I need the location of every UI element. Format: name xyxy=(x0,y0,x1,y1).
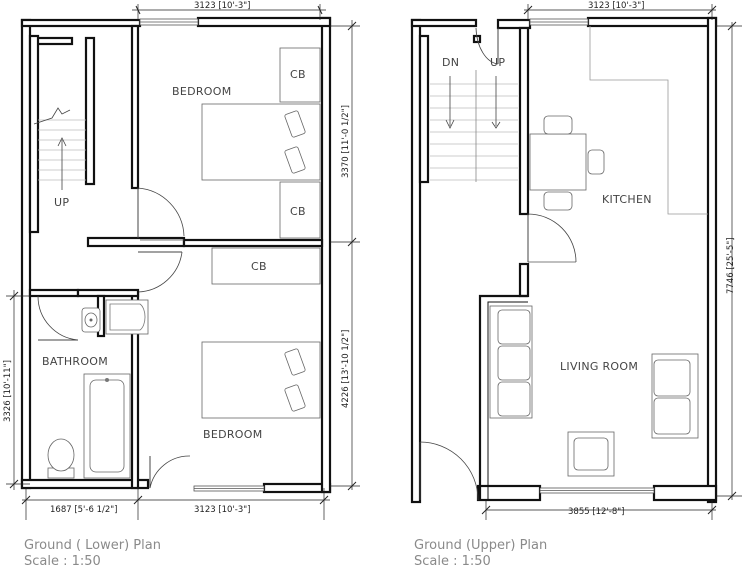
living-room-outline xyxy=(478,294,528,500)
bedroom-bottom-cupboard xyxy=(211,247,321,285)
lower-plan-caption: Ground ( Lower) Plan xyxy=(24,538,161,553)
kitchen-living-door xyxy=(527,213,577,263)
corridor-wall-left xyxy=(86,236,186,248)
lower-bottom-window xyxy=(193,485,265,492)
stair-wall-right xyxy=(84,36,96,186)
bathtub-icon xyxy=(83,373,131,479)
upper-dimension-lines xyxy=(481,4,742,520)
lower-top-dimension: 3123 [10'-3"] xyxy=(194,1,251,11)
upper-top-dimension: 3123 [10'-3"] xyxy=(588,1,645,11)
living-room-label: LIVING ROOM xyxy=(560,360,638,373)
stair-wall-top xyxy=(34,36,74,46)
kitchen-counter xyxy=(589,26,708,215)
wardrobe-bottom-bedroom xyxy=(105,299,149,335)
lower-stairs xyxy=(33,107,86,190)
upper-entrance-door xyxy=(419,441,479,501)
upper-plan-caption: Ground (Upper) Plan xyxy=(414,538,547,553)
bathroom-door xyxy=(37,295,79,341)
bed-bottom-icon xyxy=(201,341,321,419)
basin-icon xyxy=(81,307,101,333)
upper-top-window xyxy=(529,18,589,26)
kitchen-label: KITCHEN xyxy=(602,193,652,206)
bedroom-top-cupboards xyxy=(279,47,321,239)
upper-stair-wall-left xyxy=(418,34,430,184)
upper-stair-wall-right xyxy=(518,26,530,216)
lower-entrance-door xyxy=(149,455,191,489)
bedroom-bottom-label: BEDROOM xyxy=(203,428,263,441)
upper-plan: DN UP KITCHEN xyxy=(410,1,742,567)
dining-table-icon xyxy=(529,115,605,211)
lower-plan: UP xyxy=(3,1,360,567)
lower-stair-up-label: UP xyxy=(54,196,69,209)
bath-wall-top-right xyxy=(76,288,140,298)
lower-lower-height-dimension: 4226 [13'-10 1/2"] xyxy=(341,330,351,408)
bedroom-top-door xyxy=(137,187,185,238)
upper-stairs xyxy=(430,70,518,182)
upper-bottom-window xyxy=(539,487,655,494)
toilet-icon xyxy=(47,438,75,479)
upper-bottom-dimension: 3855 [12'-8"] xyxy=(568,507,625,517)
lower-plan-scale: Scale : 1:50 xyxy=(24,554,101,567)
sofa-left-icon xyxy=(489,305,533,419)
stair-wall-left xyxy=(28,34,40,234)
lower-upper-height-dimension: 3370 [11'-0 1/2"] xyxy=(341,105,351,178)
lower-bath-width-dimension: 1687 [5'-6 1/2"] xyxy=(50,505,117,515)
bed-top-icon xyxy=(201,103,321,181)
armchair-icon xyxy=(567,431,615,477)
bedroom-top-label: BEDROOM xyxy=(172,85,232,98)
lower-outer-walls xyxy=(20,16,332,494)
upper-stair-dn-label: DN xyxy=(442,56,459,69)
cb-top2-label: CB xyxy=(290,205,306,218)
lower-bottom-dimension: 3123 [10'-3"] xyxy=(194,505,251,515)
upper-height-dimension: 7746 [25'-5"] xyxy=(726,237,736,294)
lower-top-window xyxy=(139,18,199,26)
upper-stair-door xyxy=(475,27,499,65)
upper-plan-scale: Scale : 1:50 xyxy=(414,554,491,567)
sofa-right-icon xyxy=(651,353,699,439)
corridor-wall-right xyxy=(182,238,324,248)
lower-bath-height-dimension: 3326 [10'-11"] xyxy=(3,360,13,422)
corridor-door xyxy=(137,251,183,293)
lower-dimension-lines xyxy=(6,4,360,520)
cb-bottom-label: CB xyxy=(251,260,267,273)
bathroom-label: BATHROOM xyxy=(42,355,108,368)
cb-top1-label: CB xyxy=(290,68,306,81)
upper-partition-wall xyxy=(518,262,530,298)
bath-wall-top-left xyxy=(28,288,80,298)
